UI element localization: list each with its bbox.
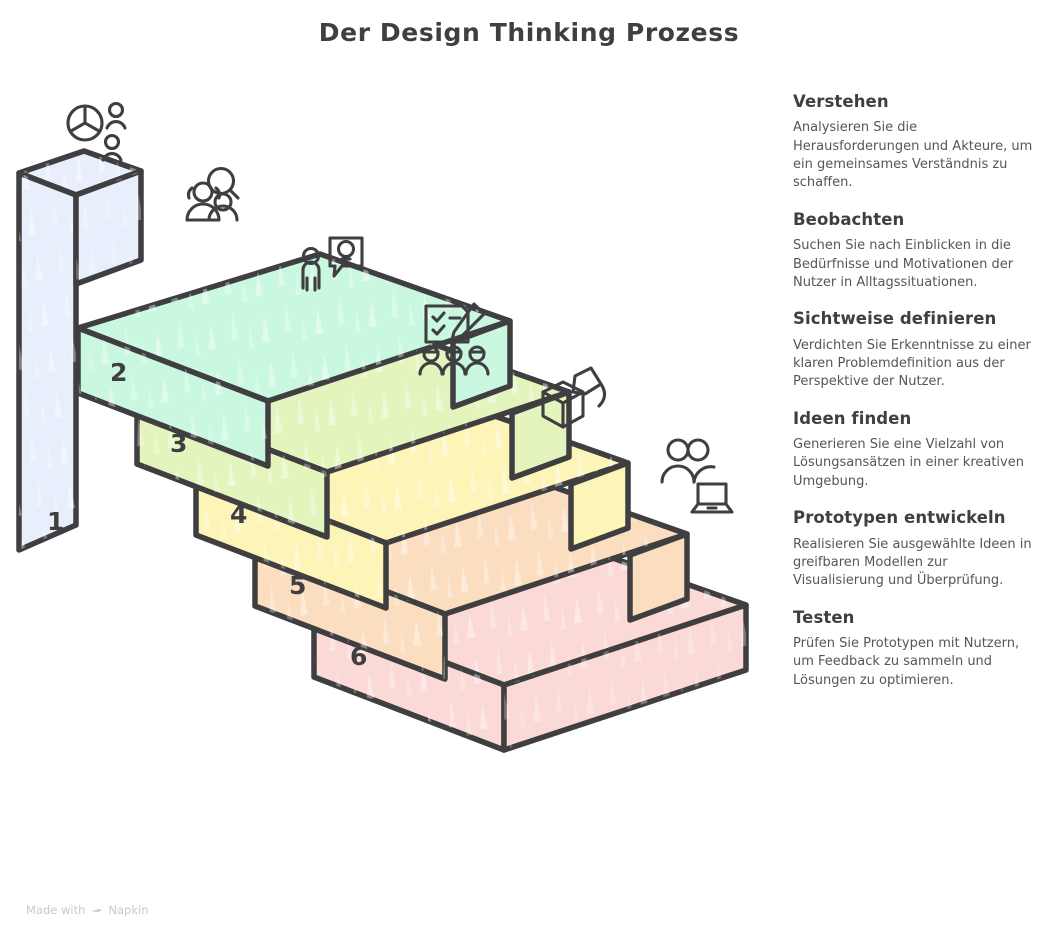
cube-pen-icon	[541, 366, 607, 429]
phase-title: Testen	[793, 607, 855, 627]
phase-item-beobachten: Beobachten Suchen Sie nach Einblicken in…	[793, 210, 1038, 292]
step-number-2: 2	[110, 358, 127, 387]
phase-title: Verstehen	[793, 92, 889, 111]
phase-title: Sichtweise definieren	[793, 309, 997, 329]
phase-title: Beobachten	[793, 209, 905, 229]
phase-item-verstehen: Verstehen Analysieren Sie die Herausford…	[793, 92, 1038, 193]
person-lightbulb-speech-icon	[301, 236, 364, 292]
phase-item-prototypen-entwickeln: Prototypen entwickeln Realisieren Sie au…	[793, 508, 1038, 590]
phase-body: Analysieren Sie die Herausforderungen un…	[793, 120, 1033, 191]
stair-step-2: 2	[75, 251, 513, 469]
stair-step-1: 1	[16, 148, 144, 553]
page-title: Der Design Thinking Prozess	[318, 18, 740, 47]
people-magnifier-icon	[185, 166, 240, 222]
phase-body: Suchen Sie nach Einblicken in die Bedürf…	[793, 238, 1014, 290]
pie-chart-people-icon	[66, 101, 127, 162]
napkin-watermark: Made with Napkin	[26, 903, 149, 917]
made-with-label: Made with	[26, 903, 86, 917]
napkin-brand-label: Napkin	[108, 903, 149, 917]
phase-title: Ideen finden	[793, 408, 912, 428]
people-laptop-icon	[660, 438, 734, 514]
phase-body: Generieren Sie eine Vielzahl von Lösungs…	[793, 437, 1024, 489]
phase-body: Verdichten Sie Erkenntnisse zu einer kla…	[793, 337, 1031, 390]
phase-body: Realisieren Sie ausgewählte Ideen in gre…	[793, 536, 1032, 589]
napkin-logo-icon	[91, 905, 103, 915]
phase-item-testen: Testen Prüfen Sie Prototypen mit Nutzern…	[793, 608, 1038, 690]
phase-item-sichtweise-definieren: Sichtweise definieren Verdichten Sie Erk…	[793, 309, 1038, 391]
checklist-pencil-people-icon	[418, 302, 490, 376]
phase-body: Prüfen Sie Prototypen mit Nutzern, um Fe…	[793, 636, 1020, 688]
phase-title: Prototypen entwickeln	[793, 508, 1006, 528]
step-number-1: 1	[47, 507, 64, 536]
phase-description-panel: Verstehen Analysieren Sie die Herausford…	[793, 92, 1038, 902]
staircase-diagram: 6 5 4	[0, 60, 790, 790]
phase-item-ideen-finden: Ideen finden Generieren Sie eine Vielzah…	[793, 409, 1038, 491]
